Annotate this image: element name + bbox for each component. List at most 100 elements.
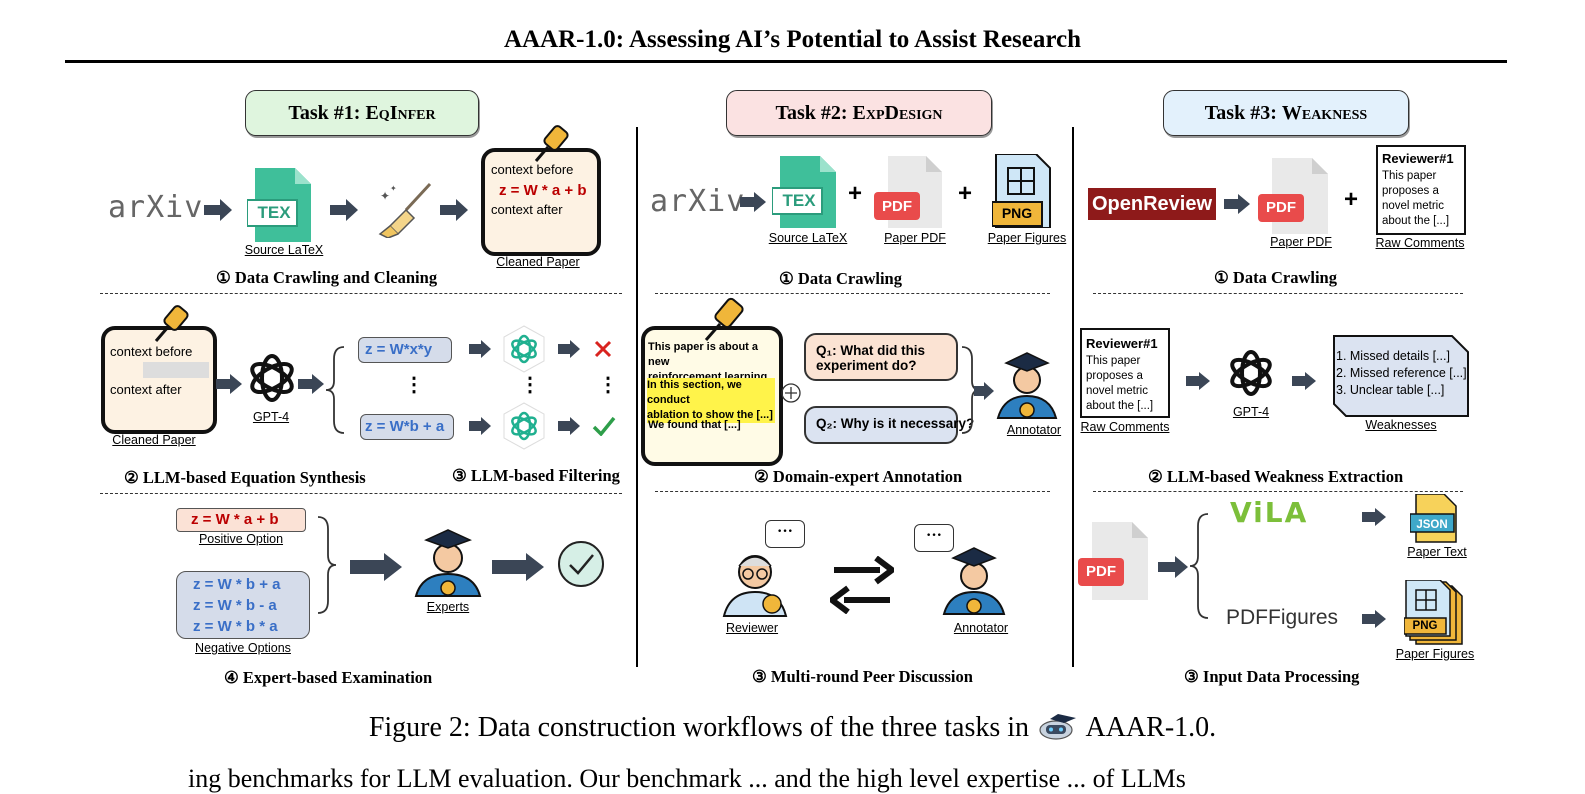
column-separator-1 bbox=[636, 127, 638, 667]
arrow-right-icon bbox=[1158, 556, 1188, 578]
task3-step3-label: ③ Input Data Processing bbox=[1184, 667, 1360, 686]
review-line: about the [...] bbox=[1382, 215, 1450, 227]
task2-step3-label: ③ Multi-round Peer Discussion bbox=[752, 667, 973, 686]
paper-figures-label: Paper Figures bbox=[1395, 647, 1475, 661]
task3-step1-label: ① Data Crawling bbox=[1214, 268, 1337, 287]
arrow-right-icon bbox=[1292, 372, 1316, 390]
arrow-right-icon bbox=[1186, 372, 1210, 390]
arrow-right-icon bbox=[216, 374, 242, 394]
arxiv-logo: arXiv bbox=[650, 184, 746, 219]
context-after-text: context after bbox=[110, 382, 182, 397]
arrow-right-icon bbox=[298, 374, 324, 394]
cleaned-paper-card-masked: context before context after bbox=[101, 326, 217, 434]
json-file-icon bbox=[1410, 494, 1457, 543]
review-line: novel metric bbox=[1086, 385, 1148, 397]
expert-graduate-icon bbox=[414, 529, 482, 597]
cross-icon bbox=[594, 340, 612, 358]
paper-pdf-label: Paper PDF bbox=[1270, 235, 1332, 249]
task2-tag-name: ExpDesign bbox=[852, 102, 943, 124]
task1-tag-prefix: Task #1: bbox=[288, 102, 366, 124]
tex-file-icon bbox=[772, 156, 836, 228]
task2-step1-label: ① Data Crawling bbox=[779, 269, 902, 288]
question-box-1: Q₁: What did this experiment do? bbox=[804, 333, 958, 381]
column-separator-2 bbox=[1072, 127, 1074, 667]
raw-comments-label: Raw Comments bbox=[1375, 236, 1465, 250]
brace-icon bbox=[326, 346, 345, 434]
experts-label: Experts bbox=[426, 600, 470, 614]
arrow-right-icon bbox=[330, 199, 358, 221]
question-box-2: Q₂: Why is it necessary? bbox=[804, 406, 974, 444]
tex-file-icon bbox=[247, 168, 311, 242]
broom-cleaning-icon: ✦ ✦ bbox=[378, 182, 432, 238]
pushpin-icon bbox=[534, 125, 569, 162]
note-highlight-1: In this section, we conduct bbox=[647, 379, 742, 406]
speech-bubble-icon: ··· bbox=[914, 524, 954, 552]
negative-option-3: z = W * b * a bbox=[193, 618, 278, 635]
openai-logo-icon bbox=[503, 402, 545, 450]
task3-step2-label: ② LLM-based Weakness Extraction bbox=[1148, 467, 1404, 486]
context-before-text: context before bbox=[110, 344, 193, 359]
paper-text-label: Paper Text bbox=[1407, 545, 1467, 559]
weaknesses-doc-shape bbox=[1333, 335, 1469, 417]
weakness-item: 1. Missed details [...] bbox=[1336, 349, 1450, 363]
arrow-right-icon bbox=[469, 340, 491, 358]
reviewer-title: Reviewer#1 bbox=[1086, 336, 1158, 351]
negative-option-1: z = W * b + a bbox=[193, 576, 281, 593]
annotator-graduate-icon bbox=[996, 352, 1058, 419]
task2-divider-1 bbox=[655, 293, 1050, 294]
paper-pdf-label: Paper PDF bbox=[884, 231, 946, 245]
task3-tag-prefix: Task #3: bbox=[1204, 102, 1282, 124]
task1-tag: Task #1: EqInfer bbox=[245, 90, 479, 136]
reviewer-label: Reviewer bbox=[725, 621, 779, 635]
reviewer-title: Reviewer#1 bbox=[1382, 151, 1454, 166]
approved-check-icon bbox=[558, 541, 604, 587]
speech-bubble-icon: ··· bbox=[765, 520, 805, 548]
note-line-3: We found that [...] bbox=[648, 419, 741, 431]
task2-step2-label: ② Domain-expert Annotation bbox=[754, 467, 963, 486]
plus-sign: + bbox=[1344, 186, 1359, 213]
pushpin-icon bbox=[704, 297, 744, 341]
json-badge: JSON bbox=[1416, 519, 1448, 531]
review-line: novel metric bbox=[1382, 200, 1444, 212]
pushpin-icon bbox=[154, 305, 189, 342]
negative-option-2: z = W * b - a bbox=[193, 597, 277, 614]
task1-step3-label: ③ LLM-based Filtering bbox=[452, 466, 620, 485]
arrow-right-icon bbox=[558, 417, 580, 435]
arrow-right-icon bbox=[469, 417, 491, 435]
review-line: This paper bbox=[1382, 170, 1437, 182]
weakness-item: 2. Missed reference [...] bbox=[1336, 366, 1467, 380]
pdf-file-icon bbox=[1258, 158, 1328, 234]
positive-option-label: Positive Option bbox=[198, 532, 284, 546]
arrow-right-icon bbox=[350, 553, 402, 581]
masked-formula-block bbox=[143, 362, 209, 378]
svg-text:✦: ✦ bbox=[390, 184, 397, 193]
context-before-text: context before bbox=[491, 162, 574, 177]
arrow-right-icon bbox=[974, 382, 994, 400]
review-line: about the [...] bbox=[1086, 400, 1154, 412]
negative-options-label: Negative Options bbox=[195, 641, 291, 655]
brace-icon bbox=[318, 516, 336, 614]
annotator-label: Annotator bbox=[1006, 423, 1062, 437]
openai-logo-icon bbox=[1230, 350, 1272, 396]
arrow-right-icon bbox=[440, 199, 468, 221]
pdf-badge: PDF bbox=[1266, 199, 1296, 216]
note-highlight: In this section, we conduct ablation to … bbox=[647, 378, 775, 423]
pdf-badge: PDF bbox=[1086, 563, 1116, 580]
figure-caption: Figure 2: Data construction workflows of… bbox=[0, 710, 1585, 744]
pdf-file-icon bbox=[874, 156, 942, 228]
raw-comments-card-2: Reviewer#1 This paper proposes a novel m… bbox=[1080, 328, 1170, 418]
source-latex-label: Source LaTeX bbox=[244, 243, 324, 257]
cleaned-paper-label-2: Cleaned Paper bbox=[112, 433, 196, 447]
task2-tag-prefix: Task #2: bbox=[775, 102, 853, 124]
negative-options-box: z = W * b + a z = W * b - a z = W * b * … bbox=[176, 571, 310, 639]
pdffigures-logo: PDFFigures bbox=[1226, 606, 1339, 629]
task3-tag-name: Weakness bbox=[1281, 102, 1368, 124]
paper-header-title: AAAR-1.0: Assessing AI’s Potential to As… bbox=[503, 26, 1082, 53]
gpt4-label: GPT-4 bbox=[252, 410, 290, 424]
tex-badge: TEX bbox=[782, 191, 816, 210]
annotator-label-2: Annotator bbox=[953, 621, 1009, 635]
annotator-graduate-icon bbox=[942, 547, 1006, 615]
task1-step2-label: ② LLM-based Equation Synthesis bbox=[124, 468, 366, 487]
formula-text: z = W * a + b bbox=[499, 182, 587, 199]
